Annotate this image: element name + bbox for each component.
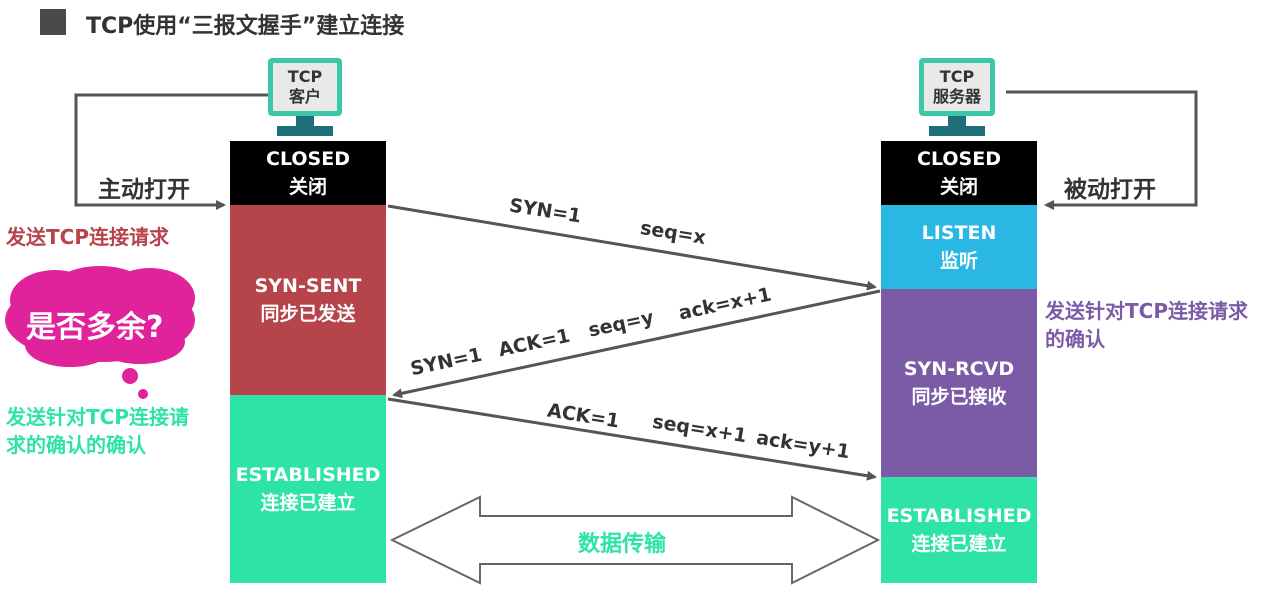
client-closed-cn: 关闭 <box>288 176 327 198</box>
server-state-listen: LISTEN 监听 <box>881 205 1037 289</box>
client-closed-en: CLOSED <box>266 148 350 170</box>
client-computer-icon: TCP 客户 <box>268 58 342 136</box>
passive-open-line <box>1006 90 1198 210</box>
server-rcvd-en: SYN-RCVD <box>903 358 1015 380</box>
send-ack-ack-label: 发送针对TCP连接请 求的确认的确认 <box>6 403 189 459</box>
client-state-established: ESTABLISHED 连接已建立 <box>230 395 386 583</box>
server-state-closed: CLOSED 关闭 <box>881 141 1037 205</box>
server-listen-cn: 监听 <box>939 250 978 272</box>
thought-cloud <box>5 266 195 399</box>
client-synsent-cn: 同步已发送 <box>260 303 356 325</box>
server-closed-cn: 关闭 <box>939 176 978 198</box>
syn-arrow <box>387 204 877 291</box>
send-ack-line2: 的确认 <box>1045 327 1105 351</box>
syn-ack-arrow <box>392 289 881 399</box>
server-label-line1: TCP <box>939 67 975 86</box>
client-label-line1: TCP <box>287 67 323 86</box>
page-title: TCP使用“三报文握手”建立连接 <box>86 14 405 39</box>
server-established-en: ESTABLISHED <box>886 505 1032 527</box>
server-rcvd-cn: 同步已接收 <box>911 386 1007 408</box>
server-closed-en: CLOSED <box>917 148 1001 170</box>
client-state-syn-sent: SYN-SENT 同步已发送 <box>230 205 386 395</box>
send-ack-ack-line1: 发送针对TCP连接请 <box>6 405 189 429</box>
send-ack-label: 发送针对TCP连接请求 的确认 <box>1045 297 1248 353</box>
server-state-syn-rcvd: SYN-RCVD 同步已接收 <box>881 289 1037 477</box>
client-state-closed: CLOSED 关闭 <box>230 141 386 205</box>
server-state-established: ESTABLISHED 连接已建立 <box>881 477 1037 583</box>
server-listen-en: LISTEN <box>921 222 997 244</box>
send-ack-line1: 发送针对TCP连接请求 <box>1045 299 1248 323</box>
active-open-line <box>74 93 270 210</box>
server-established-cn: 连接已建立 <box>911 533 1007 555</box>
ack-arrow <box>387 397 877 481</box>
send-ack-ack-line2: 求的确认的确认 <box>6 433 146 457</box>
server-label-line2: 服务器 <box>932 87 981 106</box>
active-open-label: 主动打开 <box>98 177 190 203</box>
data-transfer-label: 数据传输 <box>578 532 667 557</box>
client-established-en: ESTABLISHED <box>235 464 381 486</box>
client-label-line2: 客户 <box>288 87 321 106</box>
server-computer-icon: TCP 服务器 <box>919 58 995 136</box>
title-bullet <box>40 9 66 35</box>
data-transfer-arrow <box>389 495 881 585</box>
client-established-cn: 连接已建立 <box>260 492 356 514</box>
passive-open-label: 被动打开 <box>1064 177 1156 203</box>
send-request-label: 发送TCP连接请求 <box>6 225 169 249</box>
cloud-text: 是否多余? <box>26 310 164 345</box>
client-synsent-en: SYN-SENT <box>254 275 362 297</box>
